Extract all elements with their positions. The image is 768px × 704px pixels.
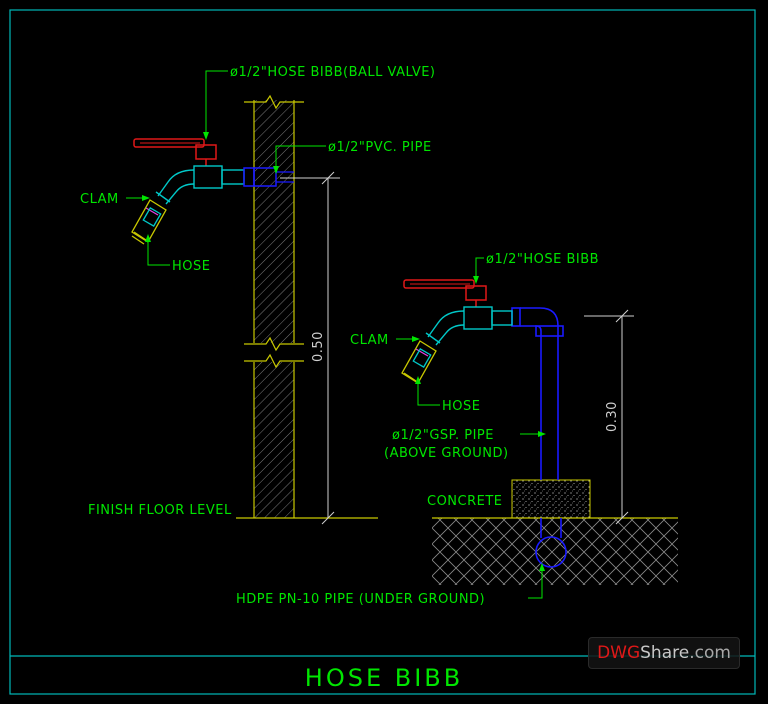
watermark: DWGShare.com (588, 637, 740, 669)
label-hdpe-pipe: HDPE PN-10 PIPE (UNDER GROUND) (236, 592, 485, 607)
label-pvc-pipe: ø1/2"PVC. PIPE (328, 140, 432, 155)
left-leaders (126, 70, 326, 266)
watermark-brand-red: DWG (597, 643, 641, 663)
concrete-block (511, 479, 591, 519)
right-dimension (584, 309, 634, 525)
watermark-domain: .com (689, 643, 731, 663)
gsp-pipe (511, 307, 564, 480)
label-concrete: CONCRETE (427, 494, 503, 509)
label-hose-bibb-right: ø1/2"HOSE BIBB (486, 252, 599, 267)
label-above-ground: (ABOVE GROUND) (384, 446, 509, 461)
label-finish-floor: FINISH FLOOR LEVEL (88, 503, 232, 518)
label-hose-left: HOSE (172, 259, 210, 274)
dim-right-height: 0.30 (605, 401, 620, 432)
wall (244, 94, 304, 518)
label-gsp-pipe: ø1/2"GSP. PIPE (392, 428, 494, 443)
hdpe-pipe (535, 518, 567, 568)
drawing-title: HOSE BIBB (305, 664, 463, 692)
label-hose-right: HOSE (442, 399, 480, 414)
left-dimension (280, 171, 340, 525)
dim-left-height: 0.50 (311, 331, 326, 362)
watermark-brand-white: Share (640, 643, 690, 663)
label-hose-bibb-ball-valve: ø1/2"HOSE BIBB(BALL VALVE) (230, 65, 436, 80)
ground (432, 517, 678, 585)
label-clam-right: CLAM (350, 333, 389, 348)
right-hose-bibb (401, 279, 513, 384)
label-clam-left: CLAM (80, 192, 119, 207)
